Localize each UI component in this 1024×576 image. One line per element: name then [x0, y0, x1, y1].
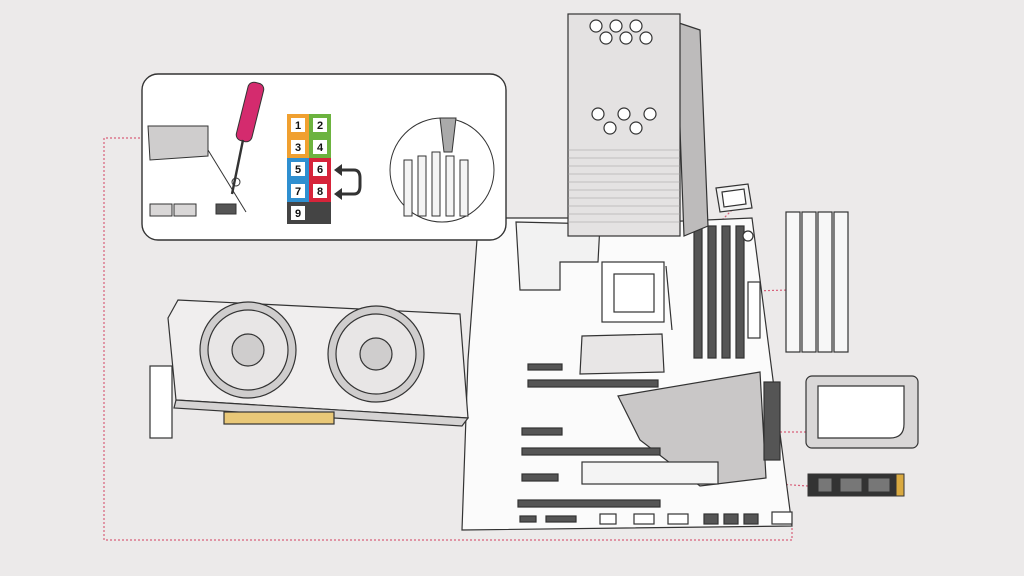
cooler-fins — [568, 149, 680, 223]
pcie-slots — [517, 363, 661, 508]
motherboard — [461, 217, 793, 531]
pin-cell-9: 9 — [287, 202, 309, 224]
gpu-pcie-edge — [223, 411, 335, 425]
header — [633, 513, 655, 525]
pcie-slot — [521, 473, 559, 482]
gpu-bracket — [149, 365, 173, 439]
pcie-shroud — [579, 333, 665, 375]
heatpipe-caps — [589, 19, 657, 135]
pcie-slot — [527, 379, 659, 388]
header — [519, 515, 537, 523]
header — [545, 515, 577, 523]
front-panel-headers — [519, 511, 793, 525]
screwdriver-icon — [230, 81, 265, 195]
callout-panel: 1 2 3 4 5 6 7 8 9 — [141, 73, 507, 241]
cpu-cooler — [567, 13, 709, 237]
pcie-slot — [521, 447, 661, 456]
chipset-heatsink — [617, 371, 767, 487]
ram-sticks — [785, 211, 849, 353]
pin-number: 6 — [317, 164, 323, 176]
gpu-fan — [199, 301, 297, 399]
ram-slot — [707, 225, 717, 359]
header — [667, 513, 689, 525]
pin-closeup-icon — [389, 117, 495, 223]
pin-number: 5 — [295, 164, 301, 176]
ram-slot — [721, 225, 731, 359]
mount-hole — [742, 230, 754, 242]
pin-cell-3: 3 — [287, 136, 309, 158]
pin-cell-empty — [309, 202, 331, 224]
m2-drive — [807, 473, 905, 497]
cpu-socket-inner — [613, 273, 655, 313]
ssd-drive — [805, 375, 919, 449]
pcie-slot — [517, 499, 661, 508]
pin-cell-6: 6 — [309, 158, 331, 180]
cooler-fan-side — [675, 21, 709, 237]
cooler-fin-stack — [567, 13, 681, 237]
pin-cell-2: 2 — [309, 114, 331, 136]
pin-number: 8 — [317, 186, 323, 198]
pin-number: 3 — [295, 142, 301, 154]
header — [599, 513, 617, 525]
header — [743, 513, 759, 525]
pin-cell-7: 7 — [287, 180, 309, 202]
pin-number: 7 — [295, 186, 301, 198]
front-panel-target-header — [771, 511, 793, 525]
case-detail — [147, 125, 247, 217]
leader-callout-to-header — [103, 137, 793, 541]
pin-cell-8: 8 — [309, 180, 331, 202]
atx-power-connector — [747, 281, 761, 339]
swap-arrow-icon — [334, 164, 362, 200]
pin-cell-1: 1 — [287, 114, 309, 136]
ram-slot — [735, 225, 745, 359]
pin-number: 2 — [317, 120, 323, 132]
pin-cell-5: 5 — [287, 158, 309, 180]
socket-lever — [665, 265, 673, 331]
pcie-slot — [521, 427, 563, 436]
pin-number: 1 — [295, 120, 301, 132]
ram-stick — [817, 211, 833, 353]
pin-number: 9 — [295, 208, 301, 220]
header — [703, 513, 719, 525]
ram-stick — [785, 211, 801, 353]
ram-slot — [693, 225, 703, 359]
cpu-chip — [715, 183, 753, 213]
pcie-slot — [527, 363, 563, 371]
graphics-card — [149, 299, 470, 439]
m2-slot — [581, 461, 719, 485]
header — [723, 513, 739, 525]
sata-ports — [763, 381, 781, 461]
ram-stick — [801, 211, 817, 353]
pin-header-grid: 1 2 3 4 5 6 7 8 9 — [287, 114, 331, 224]
pin-number: 4 — [317, 142, 324, 154]
ram-stick — [833, 211, 849, 353]
gpu-fan — [327, 305, 425, 403]
pin-cell-4: 4 — [309, 136, 331, 158]
